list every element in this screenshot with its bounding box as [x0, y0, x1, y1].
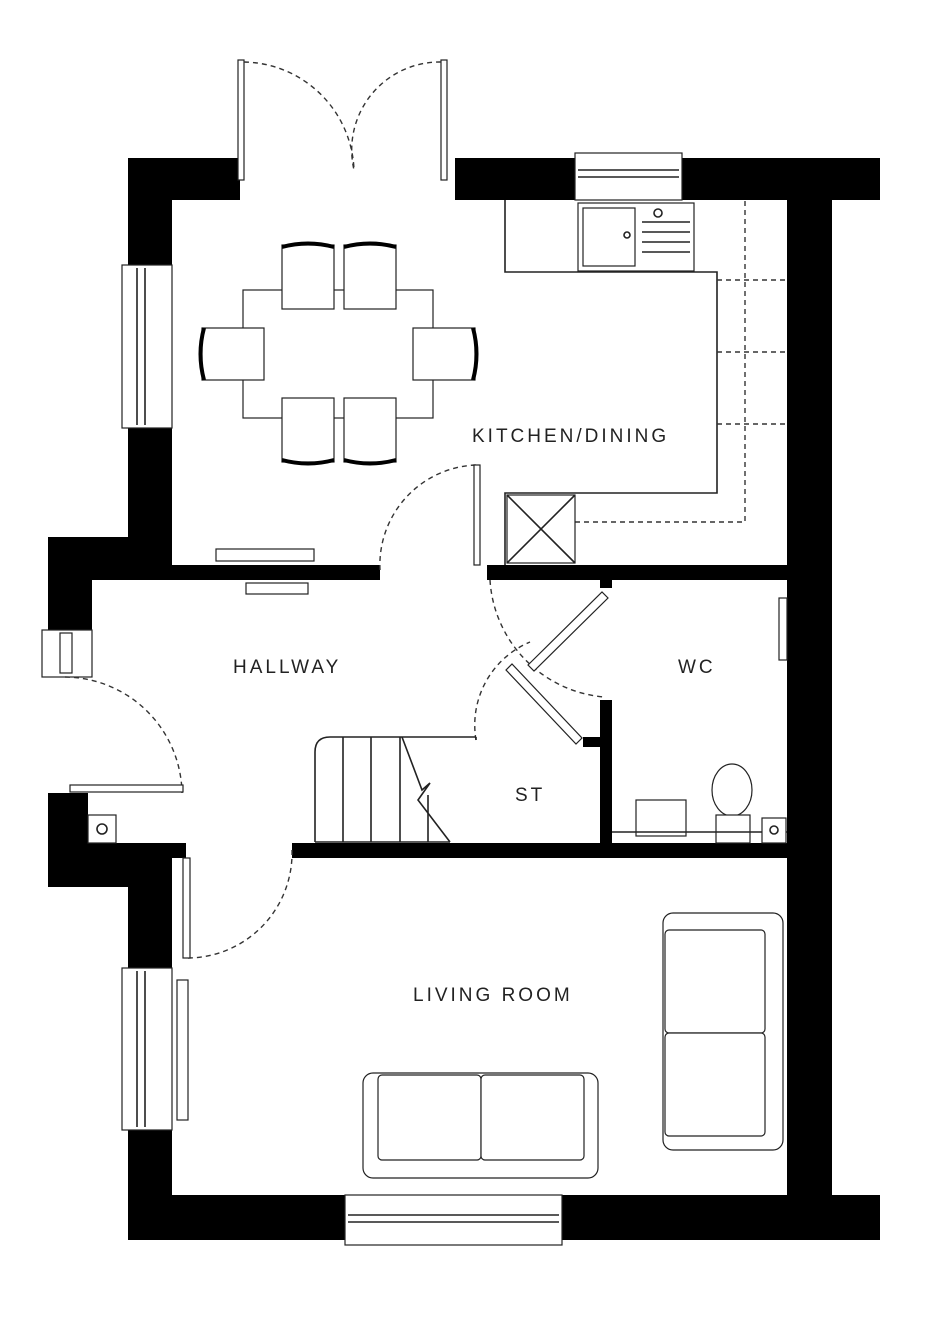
staircase [314, 736, 476, 843]
sofas [362, 912, 784, 1179]
radiators [176, 548, 315, 1121]
kitchen-units [504, 200, 787, 565]
room-label-wc: WC [678, 657, 716, 678]
room-label-kitchen-dining: KITCHEN/DINING [472, 426, 669, 447]
doors [64, 59, 788, 959]
external-walls [48, 158, 880, 1240]
windows [41, 152, 683, 1246]
internal-walls [92, 565, 787, 858]
dining-set [198, 241, 479, 466]
room-label-hallway: HALLWAY [233, 657, 341, 678]
room-label-living-room: LIVING ROOM [413, 985, 573, 1006]
room-label-store: ST [515, 785, 545, 806]
sink-drainer-lines [642, 221, 690, 253]
wc-fixtures [87, 763, 787, 844]
